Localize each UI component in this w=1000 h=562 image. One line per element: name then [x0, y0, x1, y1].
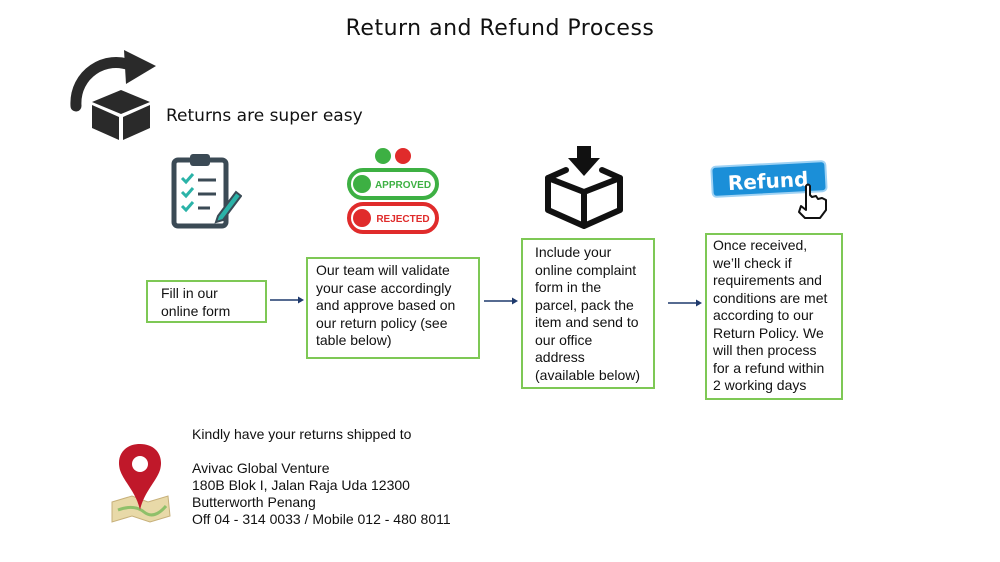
step-3-box: Include your online complaint form in th… — [521, 238, 655, 389]
box-download-icon — [542, 144, 626, 230]
refund-badge-label: Refund — [727, 167, 809, 195]
step-4-text: Once received, we’ll check if requiremen… — [713, 237, 828, 393]
approved-badge-label: APPROVED — [375, 180, 431, 191]
approved-rejected-badges-icon: APPROVED REJECTED — [346, 146, 440, 238]
address-line-1: 180B Blok I, Jalan Raja Uda 12300 — [192, 477, 410, 493]
step-3-text: Include your online complaint form in th… — [535, 244, 641, 383]
contact-numbers: Off 04 - 314 0033 / Mobile 012 - 480 801… — [192, 511, 451, 527]
arrow-step-2-to-3 — [484, 297, 518, 305]
shipping-intro: Kindly have your returns shipped to — [192, 426, 412, 442]
box-return-arrow-icon — [66, 44, 162, 140]
arrow-step-3-to-4 — [668, 299, 702, 307]
checklist-clipboard-icon — [170, 152, 243, 230]
step-1-box: Fill in our online form — [146, 280, 267, 323]
address-line-2: Butterworth Penang — [192, 494, 316, 510]
step-2-box: Our team will validate your case accordi… — [306, 257, 480, 359]
arrow-step-1-to-2 — [270, 296, 304, 304]
company-name: Avivac Global Venture — [192, 460, 330, 476]
step-4-box: Once received, we’ll check if requiremen… — [705, 233, 843, 400]
map-pin-icon — [108, 440, 172, 524]
page-title: Return and Refund Process — [345, 16, 655, 41]
tagline: Returns are super easy — [166, 106, 363, 126]
refund-button-icon: Refund — [710, 158, 838, 226]
rejected-badge-label: REJECTED — [376, 214, 429, 225]
step-2-text: Our team will validate your case accordi… — [316, 262, 456, 348]
step-1-text: Fill in our online form — [161, 285, 231, 319]
